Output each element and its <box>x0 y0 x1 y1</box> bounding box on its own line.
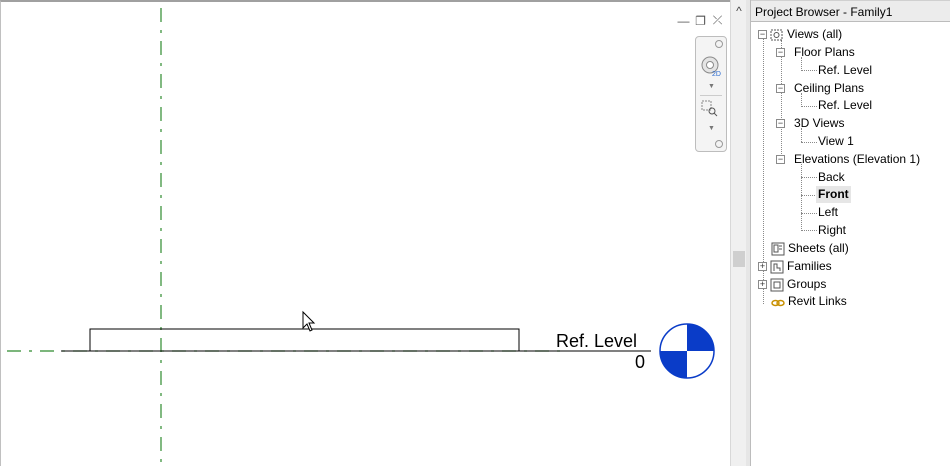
view-window-controls: — ❐ ⤫ <box>677 13 724 28</box>
tree-node-3d-views[interactable]: − 3D Views <box>776 116 845 130</box>
tree-line <box>801 177 817 178</box>
tree-node-ceiling-plan-ref-level[interactable]: Ref. Level <box>818 98 873 112</box>
tree-line <box>763 39 764 304</box>
collapse-icon[interactable]: − <box>776 154 785 164</box>
mouse-cursor <box>302 310 316 332</box>
navigation-bar: 2D ▼ ▼ <box>695 36 727 152</box>
tree-line <box>801 195 817 196</box>
tree-line <box>801 230 817 231</box>
level-elevation-label[interactable]: 0 <box>635 352 646 372</box>
tree-node-groups[interactable]: + Groups <box>758 277 827 291</box>
link-chain-icon <box>771 299 785 306</box>
tree-line <box>801 142 817 143</box>
tree-node-back[interactable]: Back <box>818 170 845 184</box>
expand-icon[interactable]: + <box>758 279 767 289</box>
collapse-icon[interactable]: − <box>758 29 767 39</box>
project-browser: Project Browser - Family1 − Views (all) … <box>751 0 950 466</box>
tree-node-sheets[interactable]: Sheets (all) <box>771 240 849 257</box>
steering-wheel-dropdown-icon[interactable]: ▼ <box>708 83 715 90</box>
tree-node-front-selected[interactable]: Front <box>816 186 851 203</box>
level-name-label[interactable]: Ref. Level <box>556 331 638 351</box>
close-view-button[interactable]: ⤫ <box>712 13 723 27</box>
collapse-icon[interactable]: − <box>776 47 785 57</box>
zoom-region-icon <box>701 100 718 117</box>
panel-splitter[interactable] <box>746 0 751 466</box>
tree-line <box>801 213 817 214</box>
tree-line <box>801 57 802 71</box>
tree-node-views[interactable]: − Views (all) <box>758 27 843 41</box>
views-icon <box>770 29 783 40</box>
navbar-options-icon[interactable] <box>715 140 723 148</box>
svg-text:2D: 2D <box>712 71 721 77</box>
tree-node-left[interactable]: Left <box>818 205 839 219</box>
zoom-button[interactable] <box>700 99 724 123</box>
vertical-scrollbar[interactable]: ^ <box>730 0 746 466</box>
tree-node-elevations[interactable]: − Elevations (Elevation 1) <box>776 152 921 166</box>
project-browser-title[interactable]: Project Browser - Family1 <box>751 0 950 22</box>
tree-line <box>801 93 802 107</box>
tree-node-right[interactable]: Right <box>818 223 847 237</box>
tree-node-view-1[interactable]: View 1 <box>818 134 854 148</box>
collapse-icon[interactable]: − <box>776 118 785 128</box>
tree-node-floor-plans[interactable]: − Floor Plans <box>776 45 855 59</box>
sheets-icon <box>771 242 785 255</box>
drawing-canvas[interactable]: Ref. Level 0 — ❐ ⤫ 2D ▼ ▼ <box>0 0 731 468</box>
project-browser-tree: − Views (all) − Floor Plans Ref. Level −… <box>751 22 950 462</box>
collapse-icon[interactable]: − <box>776 83 785 93</box>
navbar-close-icon[interactable] <box>715 40 723 48</box>
tree-line <box>781 40 782 160</box>
tree-node-ceiling-plans[interactable]: − Ceiling Plans <box>776 81 865 95</box>
groups-icon <box>770 278 784 291</box>
scroll-up-icon[interactable]: ^ <box>736 4 742 18</box>
tree-line <box>801 128 802 142</box>
minimize-view-button[interactable]: — <box>677 13 690 28</box>
zoom-dropdown-icon[interactable]: ▼ <box>708 125 715 132</box>
scroll-thumb[interactable] <box>733 251 745 267</box>
tree-line <box>801 164 802 231</box>
tree-node-revit-links[interactable]: Revit Links <box>771 293 847 310</box>
steering-wheel-icon: 2D <box>701 56 721 77</box>
restore-view-button[interactable]: ❐ <box>695 13 706 28</box>
expand-icon[interactable]: + <box>758 261 767 271</box>
extrusion-outline[interactable] <box>89 328 520 352</box>
steering-wheel-button[interactable]: 2D <box>700 55 724 79</box>
tree-line <box>801 70 817 71</box>
navbar-separator <box>700 95 722 96</box>
tree-node-families[interactable]: + Families <box>758 259 832 273</box>
families-icon <box>770 260 784 273</box>
tree-node-floor-plan-ref-level[interactable]: Ref. Level <box>818 63 873 77</box>
level-head-symbol[interactable] <box>659 323 715 379</box>
tree-line <box>801 106 817 107</box>
view-drawing[interactable] <box>1 2 731 468</box>
